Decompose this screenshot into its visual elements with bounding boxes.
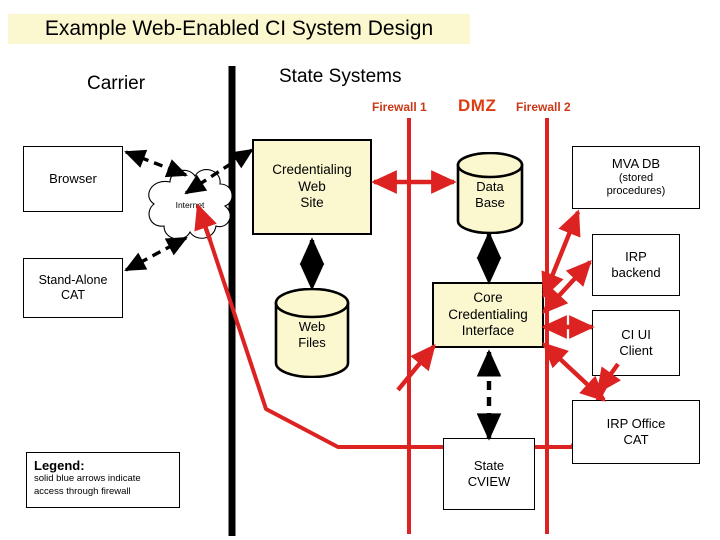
- legend: Legend: solid blue arrows indicate acces…: [26, 452, 180, 508]
- firewall-2-label: Firewall 2: [516, 100, 571, 114]
- section-label-carrier: Carrier: [87, 73, 146, 94]
- legend-title: Legend:: [34, 458, 85, 473]
- dmz-label: DMZ: [458, 96, 497, 115]
- node-browser-label: Browser: [49, 171, 97, 187]
- arrow-red-into-core-left: [396, 343, 436, 392]
- data-base-cylinder-shape: [456, 151, 524, 235]
- node-internet-cloud-label: Internet: [176, 200, 205, 210]
- node-mva-db-sub-2: procedures): [606, 185, 666, 198]
- arrow-browser-to-internet: [124, 149, 188, 178]
- arrow-red-path-into-core: [596, 362, 621, 395]
- firewall-1-label: Firewall 1: [372, 100, 427, 114]
- arrow-internet-to-state: [184, 148, 254, 195]
- legend-line-1: solid blue arrows indicate: [34, 473, 141, 484]
- page-title: Example Web-Enabled CI System Design: [8, 14, 470, 44]
- arrow-red-path-into-internet: [194, 203, 217, 241]
- node-mva-db-sub-1: (stored: [618, 172, 654, 185]
- node-browser[interactable]: Browser: [23, 146, 123, 212]
- arrow-standalone-cat-to-internet: [124, 236, 188, 272]
- node-mva-db[interactable]: MVA DB (stored procedures): [572, 146, 700, 209]
- node-mva-db-title: MVA DB: [611, 156, 661, 172]
- web-files-cylinder-shape: [274, 287, 350, 379]
- legend-line-2: access through firewall: [34, 485, 131, 497]
- arrow-core-to-irp-office-cat: [542, 342, 606, 402]
- arrow-core-to-irp-backend: [542, 260, 592, 314]
- section-label-state-systems: State Systems: [279, 66, 402, 87]
